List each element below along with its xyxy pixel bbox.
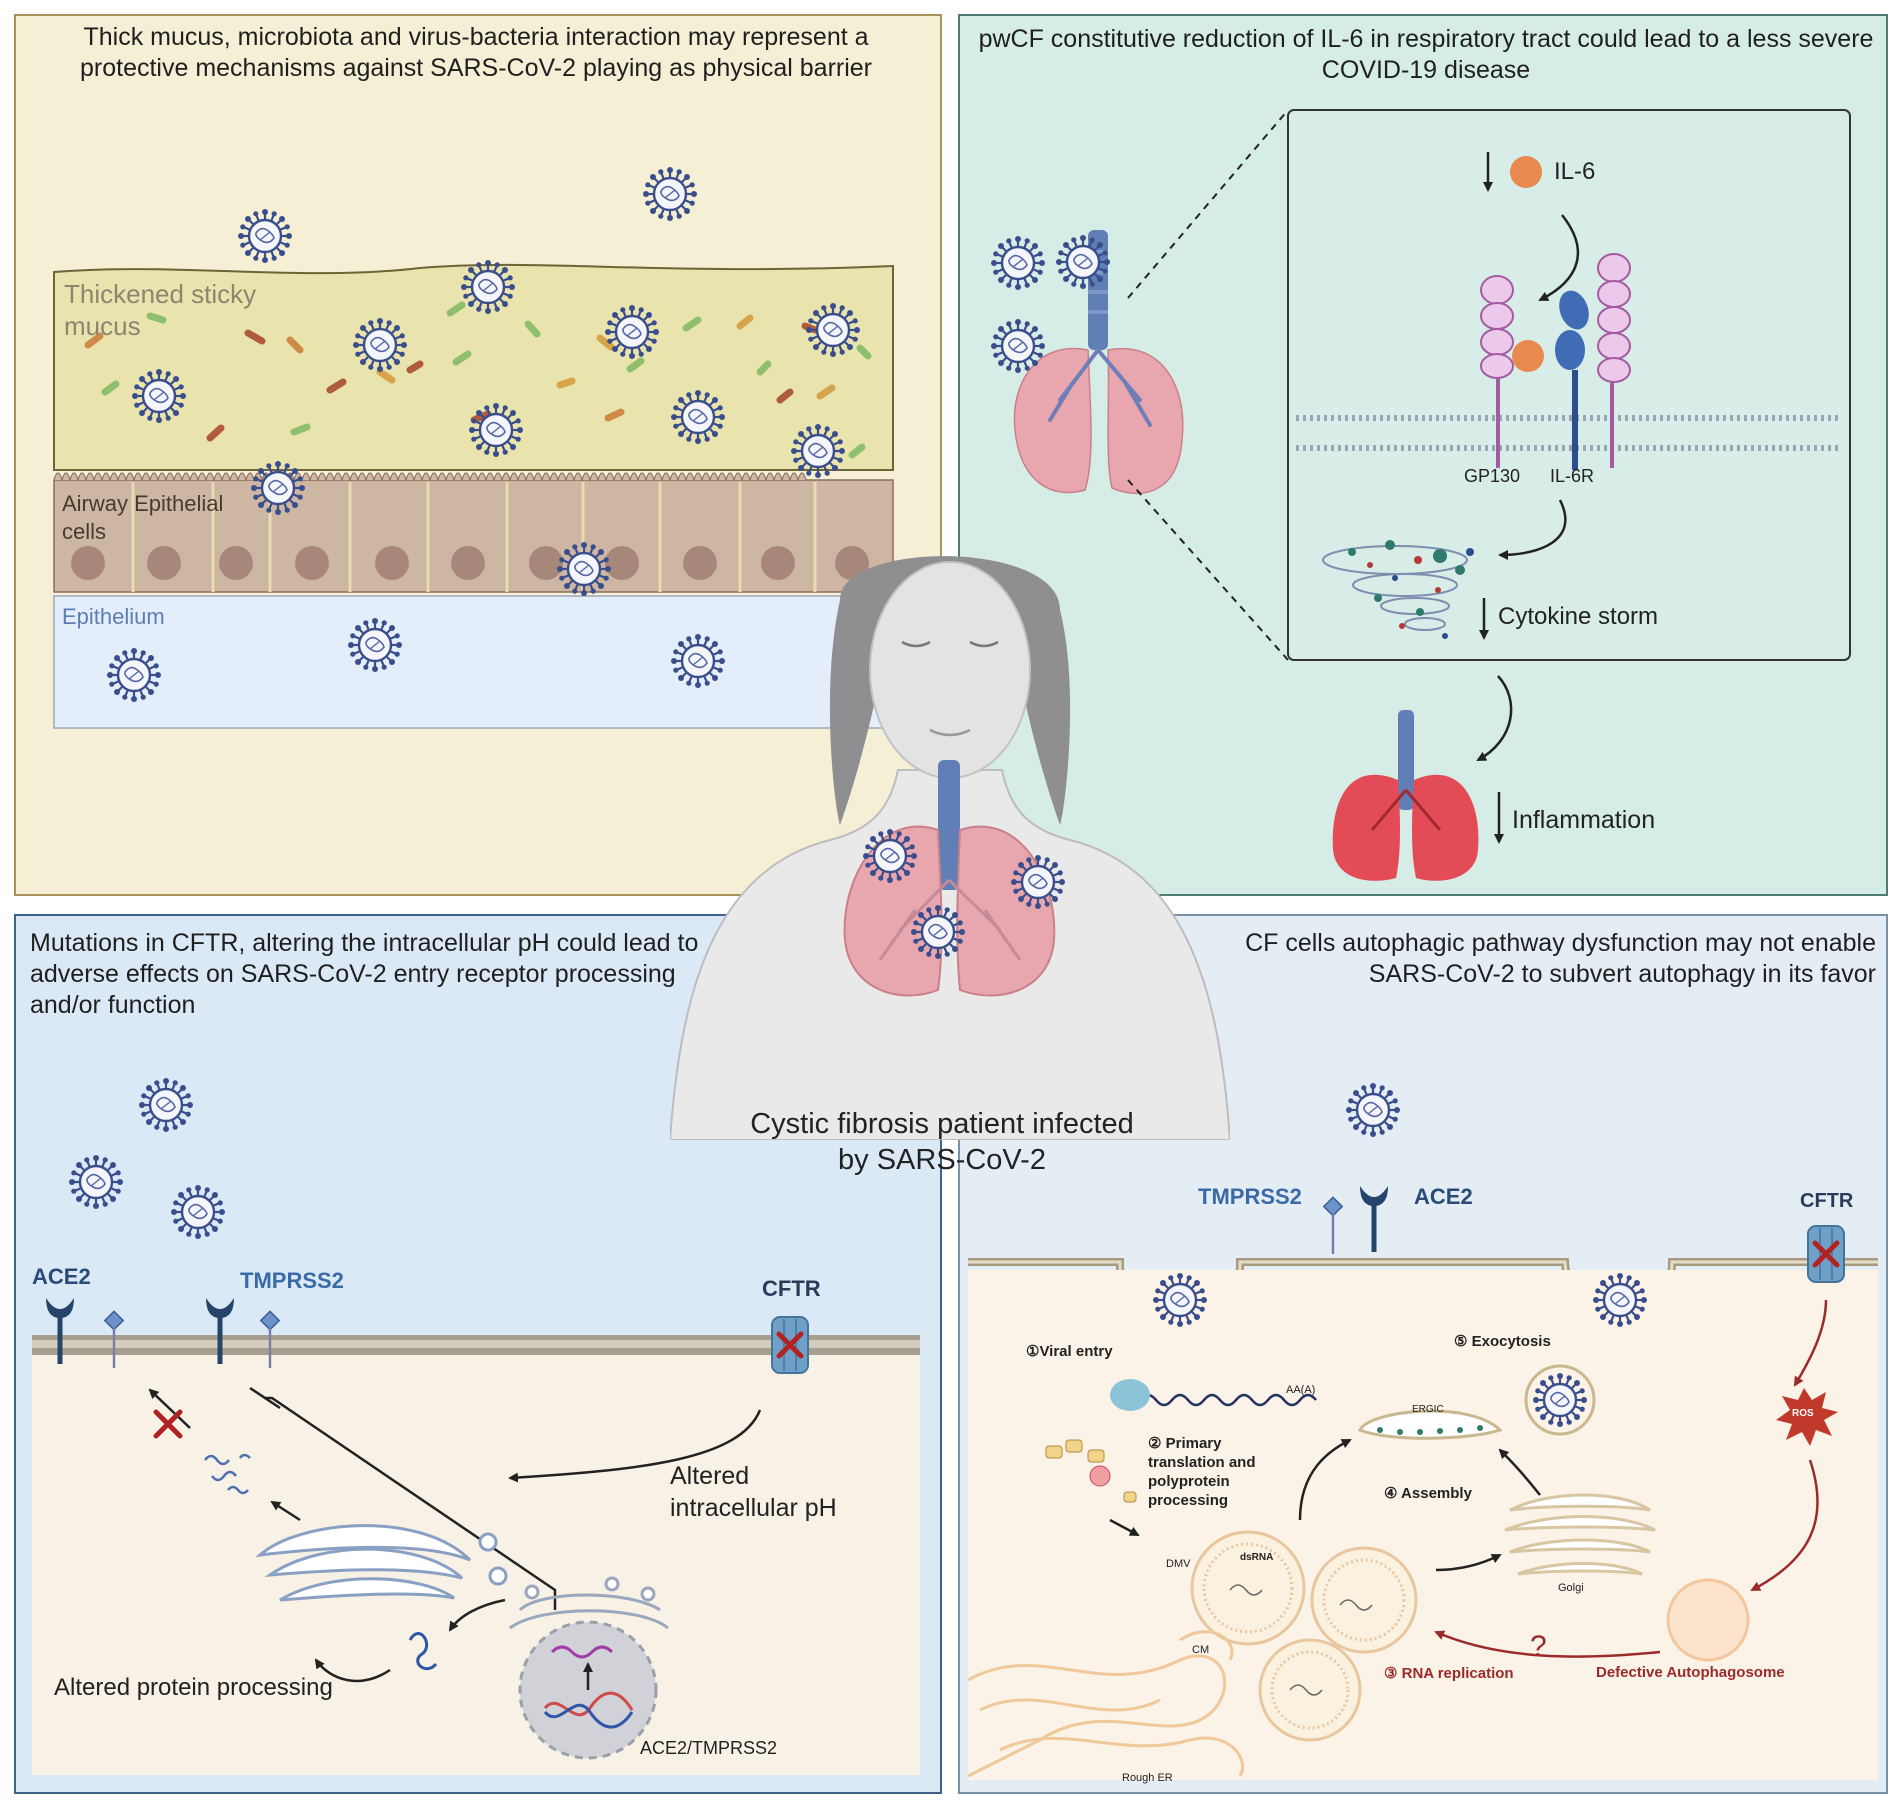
patient-label: Cystic fibrosis patient infected by SARS… [750,1108,1134,1176]
blocked-arrow [148,1388,191,1439]
lungs-left-icon [1013,230,1184,495]
gp130-label: GP130 [1464,466,1521,486]
golgi-right-icon [1504,1493,1656,1576]
golgi-left-icon [255,1524,508,1602]
virus-particles-bottom-left [67,1076,227,1241]
step2-label: ② Primary translation and polyprotein pr… [1148,1435,1256,1509]
epithelium-label: Epithelium [62,604,165,629]
virus-br-top [1344,1081,1402,1139]
membrane-bottom-right [968,1258,1878,1780]
cftr-channel-icon [772,1317,808,1373]
patient-figure [668,540,1232,1141]
airway-label: Airway Epithelial cells [62,491,224,544]
altered-ph-label: Altered intracellular pH [670,1462,837,1522]
dmv-cluster-icon [1190,1530,1418,1742]
rough-er-label: Rough ER [1122,1772,1173,1784]
tmprss2-br-icon [1323,1196,1343,1255]
epithelium-layer [53,595,894,729]
autophagosome-label: Defective Autophagosome [1596,1664,1785,1681]
inflammation-label: Inflammation [1512,806,1656,834]
inflamed-lungs-icon [1332,710,1479,881]
ros-icon [1776,1388,1838,1446]
folded-protein-icon [408,1631,438,1671]
virus-br-vesicle [1531,1371,1589,1429]
viral-rna-icon [1045,1379,1317,1503]
question-mark: ? [1530,1630,1547,1663]
step5-label: ⑤ Exocytosis [1454,1333,1551,1350]
er-bottom-left-icon [509,1576,669,1630]
patient-lungs-icon [820,760,1080,1020]
cm-label: CM [1192,1644,1210,1656]
step4-label: ④ Assembly [1384,1485,1472,1502]
cytokine-storm-label: Cytokine storm [1498,603,1659,630]
degraded-protein-icon [204,1453,251,1495]
tmprss2-br-label: TMPRSS2 [1198,1184,1302,1209]
gene-label: ACE2/TMPRSS2 [640,1738,778,1758]
tmprss2-label: TMPRSS2 [240,1268,344,1293]
step3-label: ③ RNA replication [1384,1665,1514,1682]
nucleus-icon [518,1620,658,1760]
dmv-label: DMV [1166,1558,1191,1570]
ergic-icon [1357,1409,1503,1440]
cftr-br-icon [1808,1226,1844,1282]
il6-molecule [1510,156,1542,188]
il6r-label: IL-6R [1550,466,1595,486]
panel-title-autophagy: CF cells autophagic pathway dysfunction … [1245,929,1876,988]
panel-title-cftr: Mutations in CFTR, altering the intracel… [30,929,699,1019]
ergic-label: ERGIC [1412,1404,1444,1415]
zoom-lines [1127,109,1289,661]
il6-bound-molecule [1512,340,1544,372]
il6r-receptor [1555,290,1589,470]
ace2-br-label: ACE2 [1414,1184,1473,1209]
membrane [1296,415,1842,451]
bacteria [84,301,872,459]
dsrna-label: dsRNA [1240,1552,1274,1563]
mucus-label: Thickened sticky mucus [64,279,257,341]
cftr-label: CFTR [762,1276,821,1301]
altered-protein-label: Altered protein processing [54,1674,333,1701]
il6-label: IL-6 [1554,158,1596,185]
ros-label: ROS [1792,1408,1814,1419]
virus-br-exit [1591,1271,1649,1329]
panel-title-il6: pwCF constitutive reduction of IL-6 in r… [978,25,1874,84]
autophagosome-icon [1666,1578,1750,1662]
gp130-receptor [1480,253,1631,468]
step1-label: ①Viral entry [1026,1343,1113,1360]
golgi-label: Golgi [1558,1582,1584,1594]
membrane-bottom-left [32,1335,920,1775]
virus-br-endocytosis [1151,1271,1209,1329]
rough-er-icon [967,1630,1244,1778]
ace2-br-icon [1360,1186,1388,1252]
cftr-br-label: CFTR [1800,1190,1854,1212]
panel-title-mucus: Thick mucus, microbiota and virus-bacter… [79,23,873,82]
ace2-label: ACE2 [32,1264,91,1289]
aa-label: AA(A) [1286,1384,1316,1396]
cytokine-storm-icon [1322,545,1468,631]
patient-virus-particles [852,810,1082,970]
airway-epithelial-cells [53,472,894,593]
il6-inset-box [1287,109,1851,661]
